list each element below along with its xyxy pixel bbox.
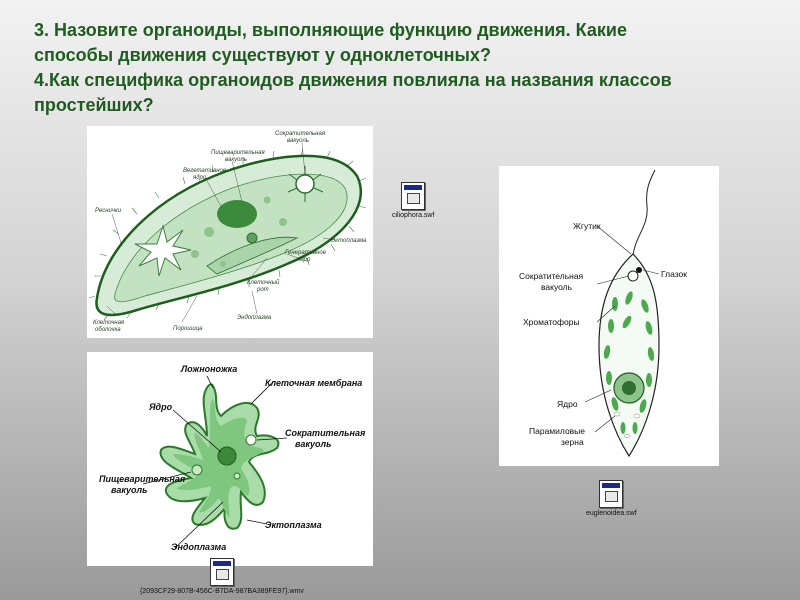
- label-paramylon: Парамиловые: [529, 426, 585, 436]
- label-contractile-vacuole: Сократительная: [275, 131, 326, 137]
- amoeba-diagram: Ложноножка Клеточная мембрана Ядро Сокра…: [87, 352, 373, 566]
- food-vacuole: [204, 227, 214, 237]
- svg-text:вакуоль: вакуоль: [225, 157, 247, 163]
- label-flagellum: Жгутик: [573, 221, 601, 231]
- svg-text:оболочка: оболочка: [95, 327, 121, 333]
- label-ectoplasm: Эктоплазма: [331, 238, 367, 244]
- label-contractile-vacuole: Сократительная: [285, 428, 366, 438]
- label-digestive-vacuole: Пищеварительная: [211, 150, 265, 156]
- label-eyespot: Глазок: [661, 269, 687, 279]
- slide-title: 3. Назовите органоиды, выполняющие функц…: [34, 18, 774, 118]
- title-line: 3. Назовите органоиды, выполняющие функц…: [34, 20, 627, 40]
- title-line: простейших?: [34, 95, 154, 115]
- contractile-vacuole: [627, 270, 639, 282]
- svg-text:рот: рот: [256, 287, 269, 293]
- label-powder: Порошица: [173, 326, 203, 332]
- svg-text:ядро: ядро: [296, 257, 311, 263]
- amoeba-contractile-vacuole: [245, 434, 257, 446]
- file-name: euglenoidea.swf: [586, 510, 637, 517]
- label-endoplasm: Эндоплазма: [237, 315, 272, 321]
- paramecium-drawing: Сократительная вакуоль Пищеварительная в…: [88, 131, 367, 333]
- eyespot: [636, 267, 642, 273]
- svg-text:вакуоль: вакуоль: [287, 138, 309, 144]
- file-name: ciliophora.swf: [392, 212, 435, 219]
- label-cell-membrane: Клеточная: [93, 320, 125, 326]
- euglena-diagram: Жгутик Глазок Сократительная вакуоль Хро…: [499, 166, 719, 466]
- svg-text:вакуоль: вакуоль: [541, 282, 573, 292]
- label-generative-nucleus: Генеративное: [285, 250, 327, 256]
- label-contractile-vacuole: Сократительная: [519, 271, 584, 281]
- cell-mouth-groove: [206, 236, 299, 275]
- amoeba-digestive-vacuole: [191, 464, 203, 476]
- label-endoplasm: Эндоплазма: [171, 542, 226, 552]
- paramecium-diagram: Сократительная вакуоль Пищеварительная в…: [87, 126, 373, 338]
- paramecium-endoplasm: [114, 173, 348, 303]
- contractile-vacuole-top: [295, 174, 315, 194]
- media-file-icon: [401, 182, 426, 210]
- file-wmv[interactable]: {2093CF29-807B-456C-B7DA-987BA389FE97}.w…: [140, 558, 304, 595]
- amoeba-drawing: Ложноножка Клеточная мембрана Ядро Сокра…: [99, 364, 366, 552]
- micronucleus: [246, 232, 258, 244]
- chromatophores: [603, 291, 655, 434]
- label-nucleus: Ядро: [148, 402, 173, 412]
- label-cell-membrane: Клеточная мембрана: [265, 378, 362, 388]
- label-nucleus: Ядро: [557, 399, 578, 409]
- macronucleus: [217, 200, 257, 228]
- file-euglenoidea[interactable]: euglenoidea.swf: [586, 480, 637, 517]
- svg-text:ядро: ядро: [192, 175, 207, 181]
- star-vacuole: [134, 224, 192, 277]
- flagellum: [632, 169, 656, 257]
- label-digestive-vacuole: Пищеварительная: [99, 474, 186, 484]
- label-cilia: Реснички: [95, 208, 122, 214]
- svg-text:зерна: зерна: [561, 437, 584, 447]
- label-chromatophores: Хроматофоры: [523, 317, 580, 327]
- euglena-drawing: Жгутик Глазок Сократительная вакуоль Хро…: [519, 169, 687, 458]
- title-line: способы движения существуют у одноклеточ…: [34, 45, 491, 65]
- media-file-icon: [209, 558, 234, 586]
- file-name: {2093CF29-807B-456C-B7DA-987BA389FE97}.w…: [140, 588, 304, 595]
- title-line: 4.Как специфика органоидов движения повл…: [34, 70, 672, 90]
- svg-text:вакуоль: вакуоль: [295, 439, 331, 449]
- label-cell-mouth: Клеточный: [247, 279, 280, 286]
- file-ciliophora[interactable]: ciliophora.swf: [392, 182, 434, 219]
- svg-text:вакуоль: вакуоль: [111, 485, 147, 495]
- paramecium-cilia: [88, 148, 367, 321]
- media-file-icon: [599, 480, 624, 508]
- amoeba-nucleus: [217, 446, 237, 466]
- label-vegetative-nucleus: Вегетативное: [183, 168, 227, 174]
- label-ectoplasm: Эктоплазма: [265, 520, 322, 530]
- label-pseudopod: Ложноножка: [180, 364, 237, 374]
